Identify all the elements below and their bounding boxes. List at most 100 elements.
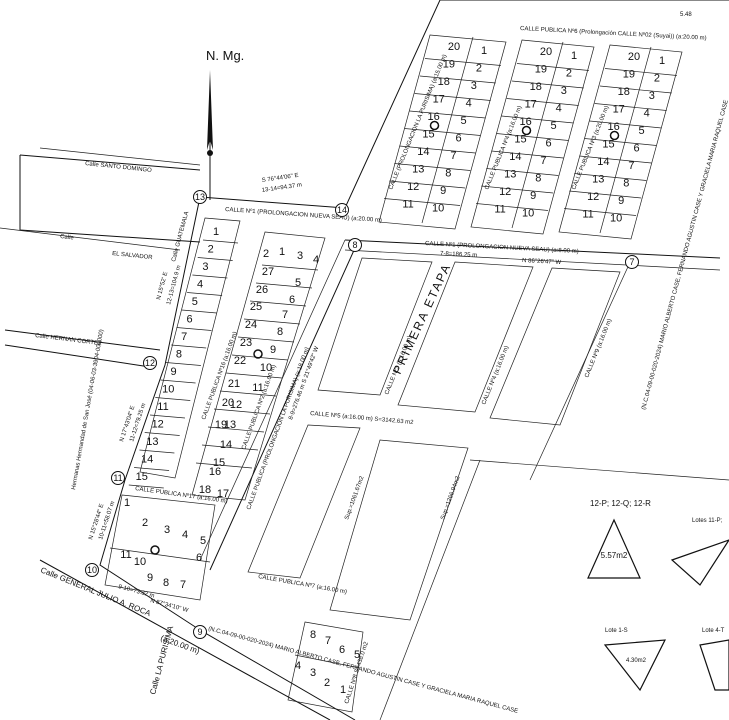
lot-number: 2 (324, 677, 330, 689)
area-sup-2: Sup.=1266.94m2 (440, 475, 462, 521)
lot-number: 6 (289, 294, 295, 306)
lot-number: 2 (142, 517, 148, 529)
lot-number: 17 (525, 99, 537, 111)
lot-number: 18 (618, 86, 630, 98)
dim-12-13-length: 12-13=104.9 m (166, 265, 182, 306)
owner-left: Hermanas Hermandad de San José (04-06-03… (71, 329, 105, 490)
lot-number: 8 (535, 173, 541, 185)
lot-number: 8 (176, 349, 182, 361)
lot-number: 25 (250, 301, 262, 313)
marker (253, 349, 263, 359)
lot-number: 4 (556, 103, 562, 115)
lot-number: 3 (471, 80, 477, 92)
lot-number: 17 (433, 94, 445, 106)
tri-area: 5.57m2 (601, 551, 628, 560)
lot-number: 12 (499, 186, 511, 198)
lot-number: 8 (277, 326, 283, 338)
triangle-details: 12-P; 12-Q; 12-R 5.57m2 Lotes 11-P; Lote… (587, 499, 729, 692)
lot-number: 2 (566, 68, 572, 80)
lot-number: 7 (450, 150, 456, 162)
street-calle-4: CALLE Nº4 (a:16.00 m) (480, 345, 510, 406)
lot-number: 8 (623, 178, 629, 190)
lot-number: 1 (213, 226, 219, 238)
lot-number: 4 (182, 529, 188, 541)
boundary (39, 0, 729, 720)
lot-number: 16 (209, 466, 221, 478)
lot-number: 9 (270, 344, 276, 356)
area-sup-1: Sup.=1061.67m2 (344, 475, 366, 521)
lot-number: 8 (163, 577, 169, 589)
lot-number: 3 (310, 667, 316, 679)
lot-number: 3 (561, 85, 567, 97)
lot-number: 20 (222, 397, 234, 409)
lot-number: 10 (260, 362, 272, 374)
lot-number: 9 (171, 366, 177, 378)
lot-number: 3 (649, 90, 655, 102)
street-calle-left: Calle (60, 234, 75, 241)
lot-number: 17 (217, 488, 229, 500)
node-8: 8 (348, 238, 362, 252)
lot-number: 24 (245, 319, 257, 331)
street-publica-17: CALLE PUBLICA Nº17 (a:16.00 m) (135, 485, 228, 505)
lot-number: 5 (200, 535, 206, 547)
primera-etapa-blocks: PRIMERA ETAPA CALLE Nº3 (a:16.00 m) CALL… (247, 257, 621, 621)
lot-number: 13 (224, 419, 236, 431)
lot-number: 1 (124, 497, 130, 509)
lot-number: 6 (455, 133, 461, 145)
node-7: 7 (625, 255, 639, 269)
lot-number: 3 (202, 261, 208, 273)
lot-number: 1 (279, 246, 285, 258)
lot-number: 19 (443, 59, 455, 71)
lot-number: 2 (476, 63, 482, 75)
node-14: 14 (335, 203, 349, 217)
lot-number: 5 (295, 277, 301, 289)
lot-number: 18 (438, 76, 450, 88)
street-purisima-prolong: CALLE PUBLICA (PROLONGACION LA PURISIMA)… (246, 347, 311, 511)
lot-number: 12 (152, 419, 164, 431)
node-9: 9 (193, 625, 207, 639)
lot-number: 7 (540, 155, 546, 167)
lot-number: 4 (295, 660, 301, 672)
node-12: 12 (143, 356, 157, 370)
street-publica-1-top: CALLE Nº1 (PROLONGACION NUEVA SEAU) (a:2… (225, 206, 382, 224)
lot-number: 6 (339, 644, 345, 656)
lot-number: 5 (354, 649, 360, 661)
street-calle-5: CALLE Nº5 (a:16.00 m) S=3142.63 m2 (310, 410, 415, 426)
lot-number: 10 (432, 203, 444, 215)
lot-number: 4 (313, 254, 319, 266)
lot-number: 13 (592, 174, 604, 186)
lot-number: 10 (162, 384, 174, 396)
lot-number: 14 (597, 156, 609, 168)
lot-number: 1 (481, 45, 487, 57)
lot-number: 14 (220, 439, 232, 451)
dim-8-7-length: 7-8=186.25 m (440, 251, 477, 259)
lot-number: 14 (417, 146, 429, 158)
lot-number: 8 (445, 168, 451, 180)
lot-number: 13 (504, 169, 516, 181)
lot-number: 27 (262, 266, 274, 278)
owner-bottom: (N.C.04-09-00-020-2024) MARIO ALBERTO CA… (207, 626, 518, 715)
lot-number: 18 (199, 484, 211, 496)
lot-number: 20 (540, 46, 552, 58)
north-label: N. Mg. (206, 48, 244, 63)
node-label: 10 (87, 565, 97, 575)
dim-13-14-bearing: S 76°44'06" E (261, 173, 299, 184)
node-label: 8 (352, 240, 357, 250)
lot-number: 2 (208, 244, 214, 256)
lot-number: 6 (186, 314, 192, 326)
lote-t-label: Lote 4-T (702, 628, 725, 634)
lot-number: 15 (602, 139, 614, 151)
node-11: 11 (111, 471, 125, 485)
lot-number: 18 (530, 81, 542, 93)
lot-number: 8 (310, 629, 316, 641)
lot-number: 4 (466, 98, 472, 110)
lot-number: 1 (659, 55, 665, 67)
lot-number: 22 (234, 355, 246, 367)
lot-number: 16 (607, 121, 619, 133)
